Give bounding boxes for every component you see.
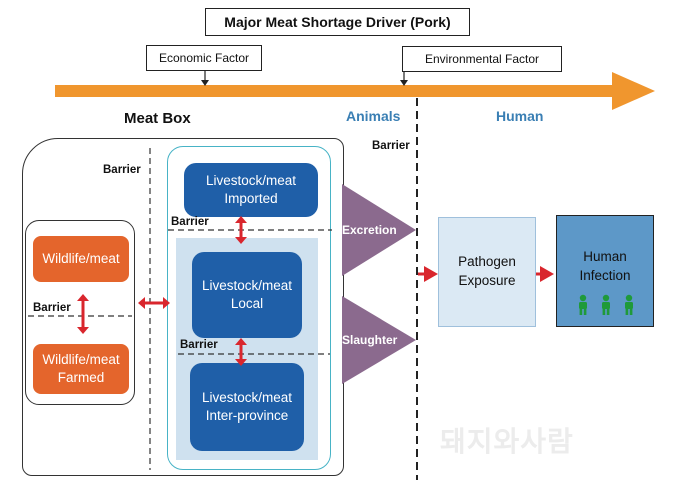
- livestock-local-box: Livestock/meat Local: [192, 252, 302, 338]
- barrier-label-imported: Barrier: [171, 216, 209, 228]
- barrier-label-local: Barrier: [180, 339, 218, 351]
- wildlife-livestock-link: [138, 297, 170, 309]
- livestock-local-line1: Livestock/meat: [201, 277, 293, 293]
- barrier-label-wildlife: Barrier: [33, 302, 71, 314]
- wildlife-meat-box: Wildlife/meat: [33, 236, 129, 282]
- watermark-logo: 돼지와사람: [440, 426, 574, 457]
- wildlife-link: [77, 294, 89, 334]
- wildlife-farmed-box: Wildlife/meat Farmed: [33, 344, 129, 394]
- human-heading: Human: [496, 108, 544, 124]
- person-icon: [602, 294, 610, 315]
- wildlife-meat-label: Wildlife/meat: [42, 250, 120, 266]
- human-infection-box: Human Infection: [556, 215, 654, 327]
- environmental-factor-label: Environmental Factor: [402, 46, 562, 72]
- human-infection-line1: Human: [583, 249, 627, 264]
- livestock-imported-line2: Imported: [224, 191, 278, 206]
- livestock-frame: [167, 146, 331, 470]
- pathogen-exposure-box: Pathogen Exposure: [438, 217, 536, 327]
- livestock-interprovince-box: Livestock/meat Inter-province: [190, 363, 304, 451]
- person-icon: [579, 294, 587, 315]
- livestock-imported-box: Livestock/meat Imported: [184, 163, 318, 217]
- barrier-label-animals: Barrier: [372, 140, 410, 152]
- livestock-local-line2: Local: [230, 296, 264, 311]
- pathogen-line2: Exposure: [458, 273, 516, 288]
- person-icon: [625, 294, 633, 315]
- local-interprovince-link: [235, 338, 247, 366]
- barrier-label-vertical: Barrier: [103, 164, 141, 176]
- livestock-imported-line1: Livestock/meat: [205, 172, 297, 188]
- wildlife-farmed-line1: Wildlife/meat: [42, 351, 120, 367]
- slaughter-triangle: [342, 296, 416, 384]
- excretion-label: Excretion: [342, 223, 397, 237]
- diagram-title: Major Meat Shortage Driver (Pork): [205, 8, 470, 36]
- livestock-interprovince-line1: Livestock/meat: [201, 389, 293, 405]
- economic-factor-label: Economic Factor: [146, 45, 262, 71]
- excretion-triangle: [342, 184, 416, 276]
- pathogen-line1: Pathogen: [458, 254, 516, 270]
- timeline-arrow: [55, 72, 655, 110]
- imported-local-link: [235, 216, 247, 244]
- people-icons: [579, 294, 633, 315]
- human-infection-line2: Infection: [579, 267, 631, 283]
- meat-box-heading: Meat Box: [124, 110, 191, 127]
- wildlife-farmed-line2: Farmed: [57, 370, 105, 385]
- to-pathogen-arrow: [418, 266, 438, 282]
- to-infection-arrow: [536, 266, 554, 282]
- slaughter-label: Slaughter: [342, 333, 398, 347]
- livestock-interprovince-line2: Inter-province: [205, 408, 289, 423]
- animals-heading: Animals: [346, 108, 401, 124]
